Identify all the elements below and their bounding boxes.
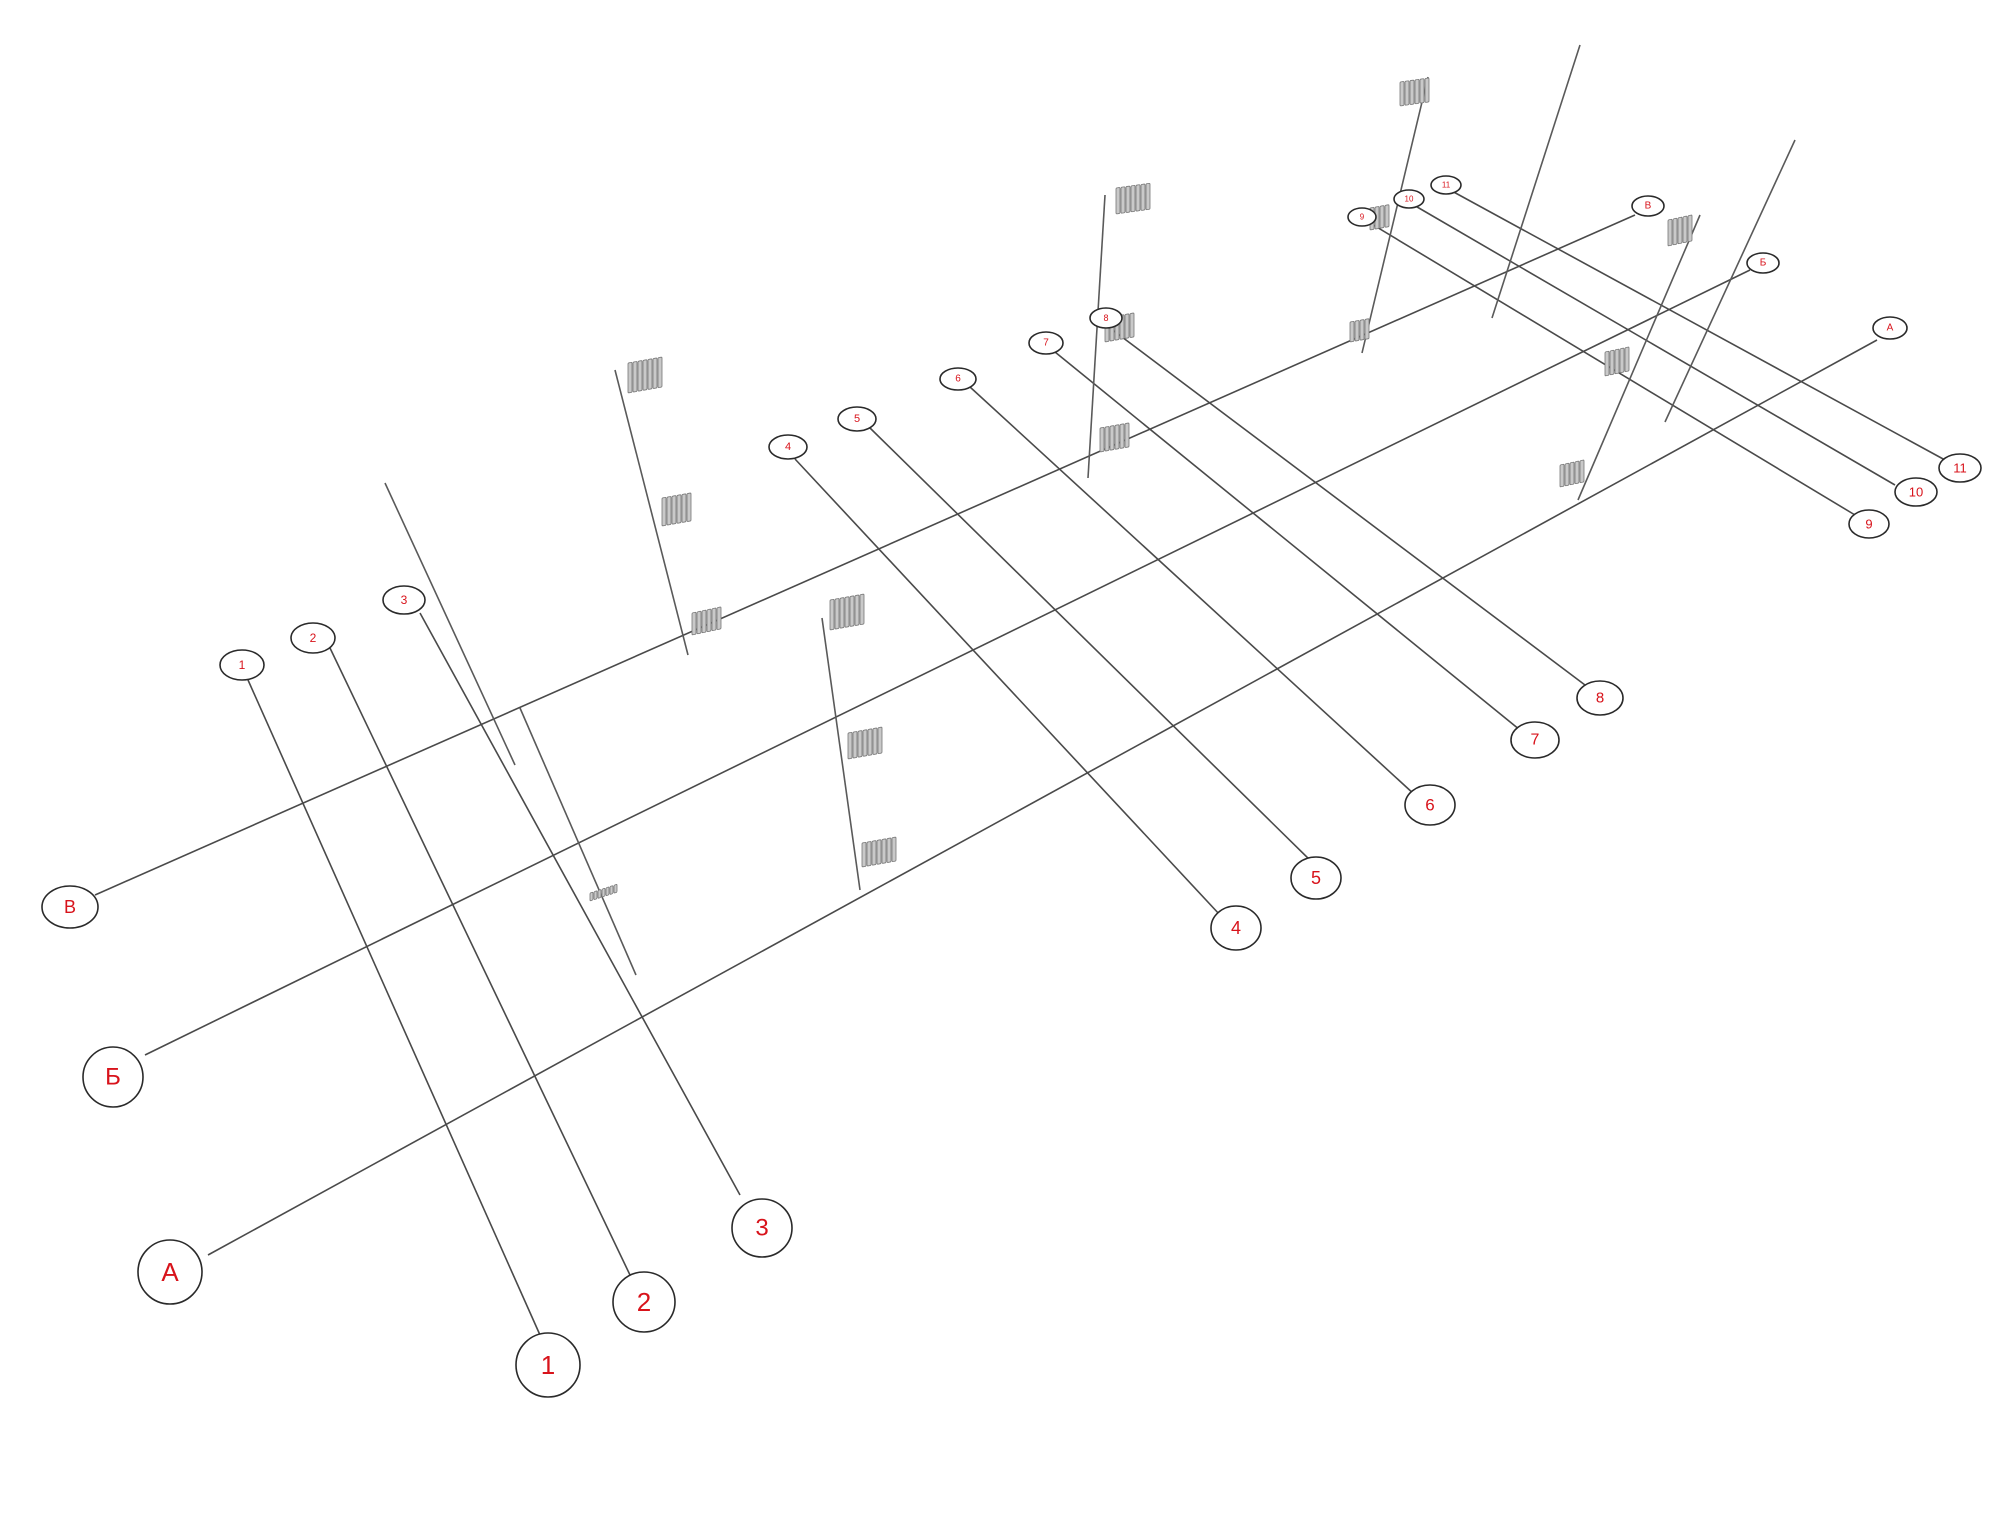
axis-label-9-end: 9 [1865, 517, 1872, 532]
axis-bubble-10-start: 10 [1393, 189, 1425, 209]
riser [1664, 139, 1796, 423]
riser [519, 707, 637, 976]
axis-line-b [144, 269, 1751, 1056]
axis-bubble-7-end: 7 [1510, 721, 1560, 759]
axis-label-8-end: 8 [1596, 690, 1604, 707]
axis-bubble-9-end: 9 [1848, 509, 1890, 539]
axis-line-5 [869, 427, 1316, 866]
axis-label-6-end: 6 [1425, 796, 1434, 815]
axis-bubble-8-start: 8 [1089, 307, 1123, 329]
axis-bubble-2-start: 2 [290, 622, 336, 654]
axis-label-4-start: 4 [785, 441, 791, 453]
axis-label-2-end: 2 [637, 1287, 651, 1317]
axis-line-a [207, 339, 1878, 1256]
axis-label-5-start: 5 [854, 413, 860, 425]
radiators [589, 77, 1693, 902]
axis-bubble-b-start: Б [82, 1046, 144, 1108]
axis-label-4-end: 4 [1231, 918, 1241, 938]
axis-label-a-end: А [1887, 323, 1894, 334]
axis-bubble-v-start: В [41, 885, 99, 929]
axis-bubble-3-start: 3 [382, 585, 426, 615]
axis-label-b: Б [105, 1064, 121, 1091]
axis-bubble-5-start: 5 [837, 406, 877, 432]
axis-label-2-start: 2 [310, 631, 317, 645]
radiator-icon [691, 606, 722, 636]
axis-label-11-start: 11 [1442, 181, 1451, 190]
radiator-icon [1115, 182, 1151, 215]
riser [1491, 44, 1581, 319]
axis-line-6 [969, 386, 1416, 796]
radiator-icon [589, 884, 618, 902]
radiator-icon [1667, 214, 1693, 247]
radiator-icon [1559, 459, 1585, 488]
axis-bubble-7-start: 7 [1028, 331, 1064, 355]
radiator-icon [627, 356, 663, 394]
longitudinal-axis-lines [94, 214, 1878, 1256]
axis-line-7 [1054, 351, 1521, 731]
axis-label-10-start: 10 [1405, 195, 1414, 204]
radiator-icon [829, 593, 865, 631]
axis-label-1-end: 1 [541, 1350, 555, 1380]
axis-label-v: В [64, 897, 76, 917]
axis-bubble-5-end: 5 [1290, 856, 1342, 900]
axis-bubble-1-start: 1 [219, 649, 265, 681]
axis-line-v [94, 214, 1636, 896]
riser [821, 617, 861, 891]
axis-line-3 [419, 612, 741, 1196]
riser [1577, 214, 1701, 501]
axis-bubble-4-end: 4 [1210, 905, 1262, 951]
axis-label-3-start: 3 [401, 593, 408, 607]
axis-bubble-6-end: 6 [1404, 784, 1456, 826]
transverse-axis-lines [247, 189, 1946, 1336]
axis-line-10 [1411, 203, 1896, 486]
axis-label-b-end: Б [1760, 258, 1767, 269]
axis-line-2 [329, 647, 631, 1276]
radiator-icon [861, 836, 897, 868]
axis-label-v-end: В [1645, 201, 1652, 212]
axis-label-1-start: 1 [239, 658, 246, 672]
axis-bubble-11-end: 11 [1938, 453, 1982, 483]
axis-bubble-1-end: 1 [515, 1332, 581, 1398]
riser [1361, 76, 1429, 354]
radiator-icon [1099, 422, 1130, 453]
axis-label-5-end: 5 [1311, 868, 1321, 888]
axis-bubble-4-start: 4 [768, 434, 808, 460]
axis-bubble-11-start: 11 [1430, 175, 1462, 195]
axis-bubble-6-start: 6 [939, 367, 977, 391]
riser [1087, 194, 1106, 479]
axis-label-10-end: 10 [1909, 485, 1923, 500]
axis-label-7-start: 7 [1043, 338, 1049, 349]
riser [384, 482, 516, 766]
axis-bubble-2-end: 2 [612, 1271, 676, 1333]
axis-bubbles: А Б В А Б В 1 2 [41, 175, 1982, 1398]
axis-bubble-10-end: 10 [1894, 477, 1938, 507]
axis-bubble-9-start: 9 [1347, 207, 1377, 227]
axis-bubble-3-end: 3 [731, 1198, 793, 1258]
axis-line-8 [1109, 327, 1586, 686]
axis-line-4 [794, 458, 1221, 916]
axis-label-8-start: 8 [1103, 313, 1108, 323]
radiator-icon [1604, 346, 1630, 377]
risers [384, 44, 1796, 976]
axis-bubble-a-end: А [1872, 316, 1908, 340]
axis-bubble-b-end: Б [1746, 252, 1780, 274]
axis-label-6-start: 6 [955, 374, 961, 385]
radiator-icon [661, 492, 692, 527]
axis-label-11-end: 11 [1953, 461, 1967, 476]
radiator-icon [847, 726, 883, 760]
axis-bubble-v-end: В [1631, 195, 1665, 217]
axis-bubble-8-end: 8 [1576, 680, 1624, 716]
radiator-icon [1399, 77, 1430, 107]
radiator-icon [1349, 318, 1370, 343]
axis-line-11 [1449, 189, 1946, 461]
axis-label-3-end: 3 [755, 1215, 768, 1242]
axis-label-9-start: 9 [1360, 213, 1365, 222]
axis-bubble-a-start: А [137, 1239, 203, 1305]
riser [614, 369, 689, 656]
axis-label-7-end: 7 [1531, 732, 1540, 749]
axis-label-a: А [161, 1257, 179, 1287]
axis-line-1 [247, 679, 541, 1336]
